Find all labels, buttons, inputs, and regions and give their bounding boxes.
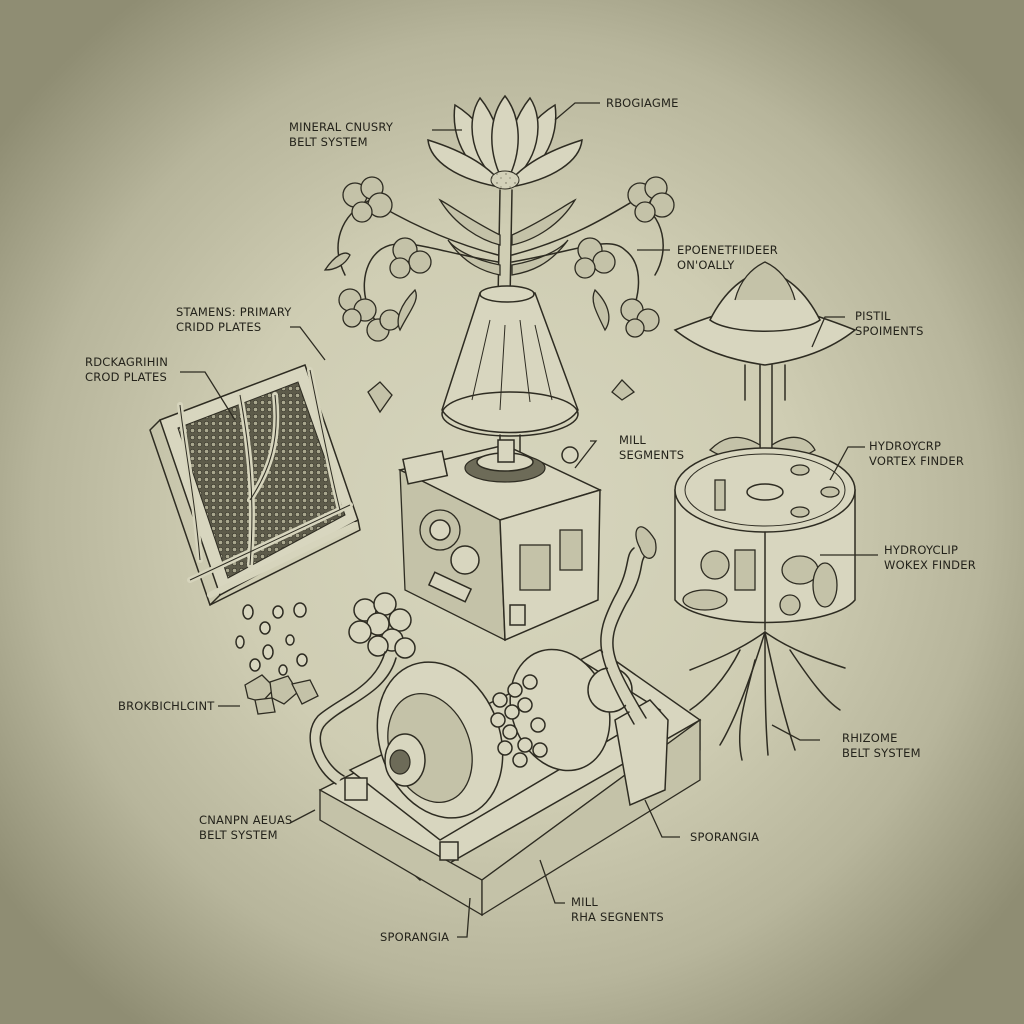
gearbox-cube xyxy=(397,439,603,642)
label-mineral-belt-system: MINERAL CNUSRY BELT SYSTEM xyxy=(289,120,394,149)
label-hydroycrp: HYDROYCRP VORTEX FINDER xyxy=(869,439,965,468)
lotus-flower-top xyxy=(427,94,583,301)
cylinder-vortex-tank xyxy=(673,261,857,761)
grid-plate-screen xyxy=(149,364,361,606)
lamp-shade-cone xyxy=(441,285,579,461)
label-rhizome-belt: RHIZOME BELT SYSTEM xyxy=(842,731,921,760)
ball-mill-base xyxy=(308,526,702,917)
label-sporangia-right: SPORANGIA xyxy=(690,830,760,844)
label-sporangia-left: SPORANGIA xyxy=(380,930,450,944)
label-rbogiagme: RBOGIAGME xyxy=(606,96,679,110)
leader-lines xyxy=(180,102,878,938)
label-pistil: PISTIL SPOIMENTS xyxy=(855,309,924,338)
label-stamens-primary: STAMENS: PRIMARY CRIDD PLATES xyxy=(176,305,292,334)
label-rdckagrihin: RDCKAGRIHIN CROD PLATES xyxy=(85,355,169,384)
label-brokbichlcint: BROKBICHLCINT xyxy=(118,699,215,713)
label-cnanpn-belt: CNANPN AEUAS BELT SYSTEM xyxy=(199,813,293,842)
label-mill-bottom: MILL RHA SEGNENTS xyxy=(571,895,664,924)
label-mill-segments-top: MILL SEGMENTS xyxy=(619,433,685,462)
branching-vine-clusters xyxy=(323,176,675,414)
falling-seeds xyxy=(235,602,319,715)
label-epoenetfiideer: EPOENETFIIDEER ON'OALLY xyxy=(677,243,778,272)
label-hydroyclip: HYDROYCLIP WOKEX FINDER xyxy=(884,543,976,572)
